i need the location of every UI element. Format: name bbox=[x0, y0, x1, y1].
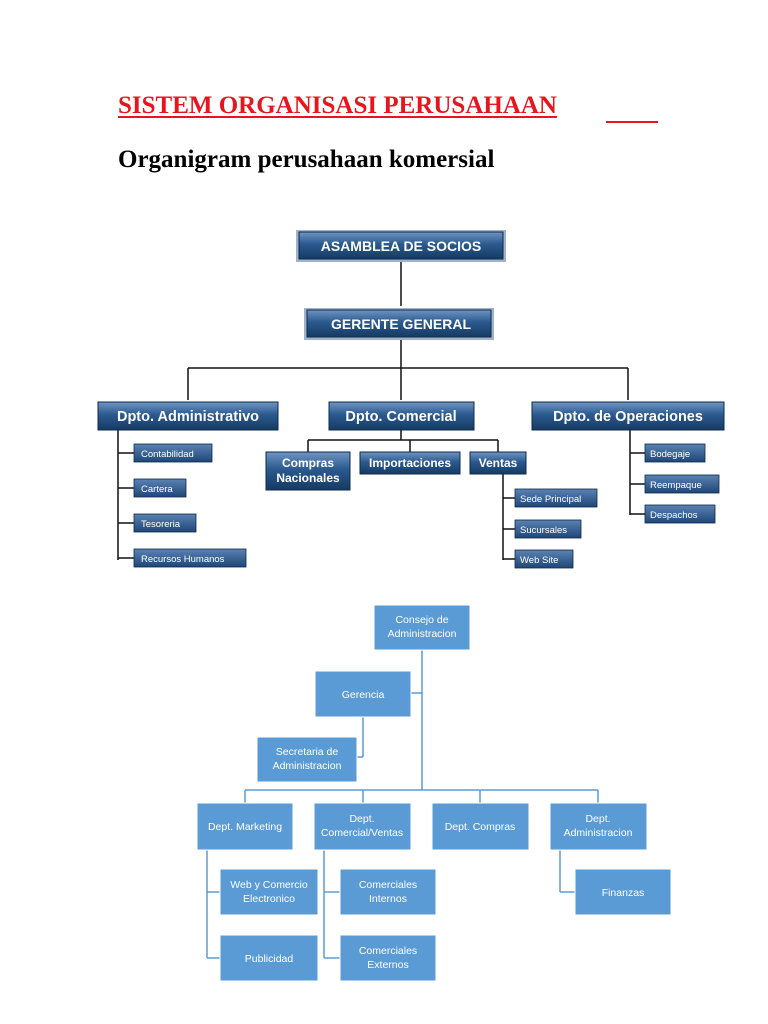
box-dept-compras: Dept. Compras bbox=[431, 802, 530, 851]
administracion-label-line2: Administracion bbox=[564, 827, 633, 839]
box-consejo: Consejo de Administracion bbox=[373, 604, 471, 651]
publicidad-label: Publicidad bbox=[245, 953, 294, 965]
page-subtitle: Organigram perusahaan komersial bbox=[118, 146, 495, 173]
ventas-item-label: Sucursales bbox=[520, 525, 567, 536]
page-title: SISTEM ORGANISASI PERUSAHAAN bbox=[118, 92, 557, 119]
box-publicidad: Publicidad bbox=[219, 934, 319, 982]
compras-label: Dept. Compras bbox=[445, 821, 516, 833]
operaciones-item-label: Bodegaje bbox=[650, 449, 690, 460]
box-gerencia: Gerencia bbox=[314, 670, 412, 718]
admin-item-tesoreria: Tesoreria bbox=[133, 513, 197, 533]
chart2-connectors bbox=[206, 650, 599, 959]
web-label-line1: Web y Comercio bbox=[230, 879, 308, 891]
secretaria-label-line2: Administracion bbox=[273, 760, 342, 772]
box-dpto-comercial: Dpto. Comercial bbox=[328, 401, 475, 431]
compras-label-line1: Compras bbox=[282, 456, 334, 470]
box-gerente: GERENTE GENERAL bbox=[304, 308, 494, 340]
admin-item-label: Cartera bbox=[141, 484, 173, 495]
internos-label-line2: Internos bbox=[369, 893, 407, 905]
secretaria-label-line1: Secretaria de bbox=[276, 746, 339, 758]
administracion-label-line1: Dept. bbox=[585, 813, 610, 825]
ventas-item-sucursales: Sucursales bbox=[514, 519, 582, 539]
compras-label-line2: Nacionales bbox=[276, 471, 340, 485]
consejo-label-line2: Administracion bbox=[388, 628, 457, 640]
box-asamblea: ASAMBLEA DE SOCIOS bbox=[296, 230, 506, 262]
box-finanzas: Finanzas bbox=[574, 868, 672, 916]
finanzas-label: Finanzas bbox=[602, 887, 645, 899]
operaciones-item-label: Despachos bbox=[650, 510, 698, 521]
comercial-label-line2: Comercial/Ventas bbox=[321, 827, 403, 839]
ventas-item-label: Sede Principal bbox=[520, 494, 581, 505]
web-label-line2: Electronico bbox=[243, 893, 295, 905]
admin-item-recursos-humanos: Recursos Humanos bbox=[133, 548, 247, 568]
box-dept-comercial-ventas: Dept. Comercial/Ventas bbox=[313, 802, 412, 851]
box-compras-nacionales: Compras Nacionales bbox=[265, 451, 351, 491]
box-ventas: Ventas bbox=[469, 451, 527, 475]
operaciones-item-label: Reempaque bbox=[650, 480, 702, 491]
admin-item-label: Tesoreria bbox=[141, 519, 181, 530]
box-importaciones: Importaciones bbox=[359, 451, 461, 475]
dpto-comercial-label: Dpto. Comercial bbox=[345, 409, 456, 425]
box-gerente-label: GERENTE GENERAL bbox=[331, 316, 471, 332]
externos-label-line2: Externos bbox=[367, 959, 408, 971]
box-web-comercio: Web y Comercio Electronico bbox=[219, 868, 319, 916]
chart1-connectors bbox=[117, 262, 645, 560]
operaciones-item-reempaque: Reempaque bbox=[644, 474, 720, 494]
admin-item-label: Contabilidad bbox=[141, 449, 194, 460]
operaciones-item-bodegaje: Bodegaje bbox=[644, 443, 706, 463]
ventas-item-sede-principal: Sede Principal bbox=[514, 488, 598, 508]
box-dept-marketing: Dept. Marketing bbox=[196, 802, 294, 851]
dpto-administrativo-label: Dpto. Administrativo bbox=[117, 409, 259, 425]
box-asamblea-label: ASAMBLEA DE SOCIOS bbox=[321, 238, 482, 254]
box-comerciales-internos: Comerciales Internos bbox=[339, 868, 437, 916]
ventas-item-web-site: Web Site bbox=[514, 549, 574, 569]
box-dpto-administrativo: Dpto. Administrativo bbox=[97, 401, 279, 431]
dpto-operaciones-label: Dpto. de Operaciones bbox=[553, 409, 703, 425]
gerencia-label: Gerencia bbox=[342, 689, 385, 701]
ventas-label: Ventas bbox=[479, 456, 518, 470]
comercial-label-line1: Dept. bbox=[349, 813, 374, 825]
ventas-item-label: Web Site bbox=[520, 555, 558, 566]
internos-label-line1: Comerciales bbox=[359, 879, 417, 891]
operaciones-item-despachos: Despachos bbox=[644, 504, 716, 524]
title-underline-extension bbox=[606, 121, 658, 123]
admin-item-contabilidad: Contabilidad bbox=[133, 443, 213, 463]
externos-label-line1: Comerciales bbox=[359, 945, 417, 957]
admin-item-cartera: Cartera bbox=[133, 478, 187, 498]
marketing-label: Dept. Marketing bbox=[208, 821, 282, 833]
consejo-label-line1: Consejo de bbox=[395, 614, 448, 626]
box-dept-administracion: Dept. Administracion bbox=[549, 802, 648, 851]
box-secretaria: Secretaria de Administracion bbox=[256, 736, 358, 783]
importaciones-label: Importaciones bbox=[369, 456, 451, 470]
admin-item-label: Recursos Humanos bbox=[141, 554, 225, 565]
box-dpto-operaciones: Dpto. de Operaciones bbox=[531, 401, 725, 431]
box-comerciales-externos: Comerciales Externos bbox=[339, 934, 437, 982]
